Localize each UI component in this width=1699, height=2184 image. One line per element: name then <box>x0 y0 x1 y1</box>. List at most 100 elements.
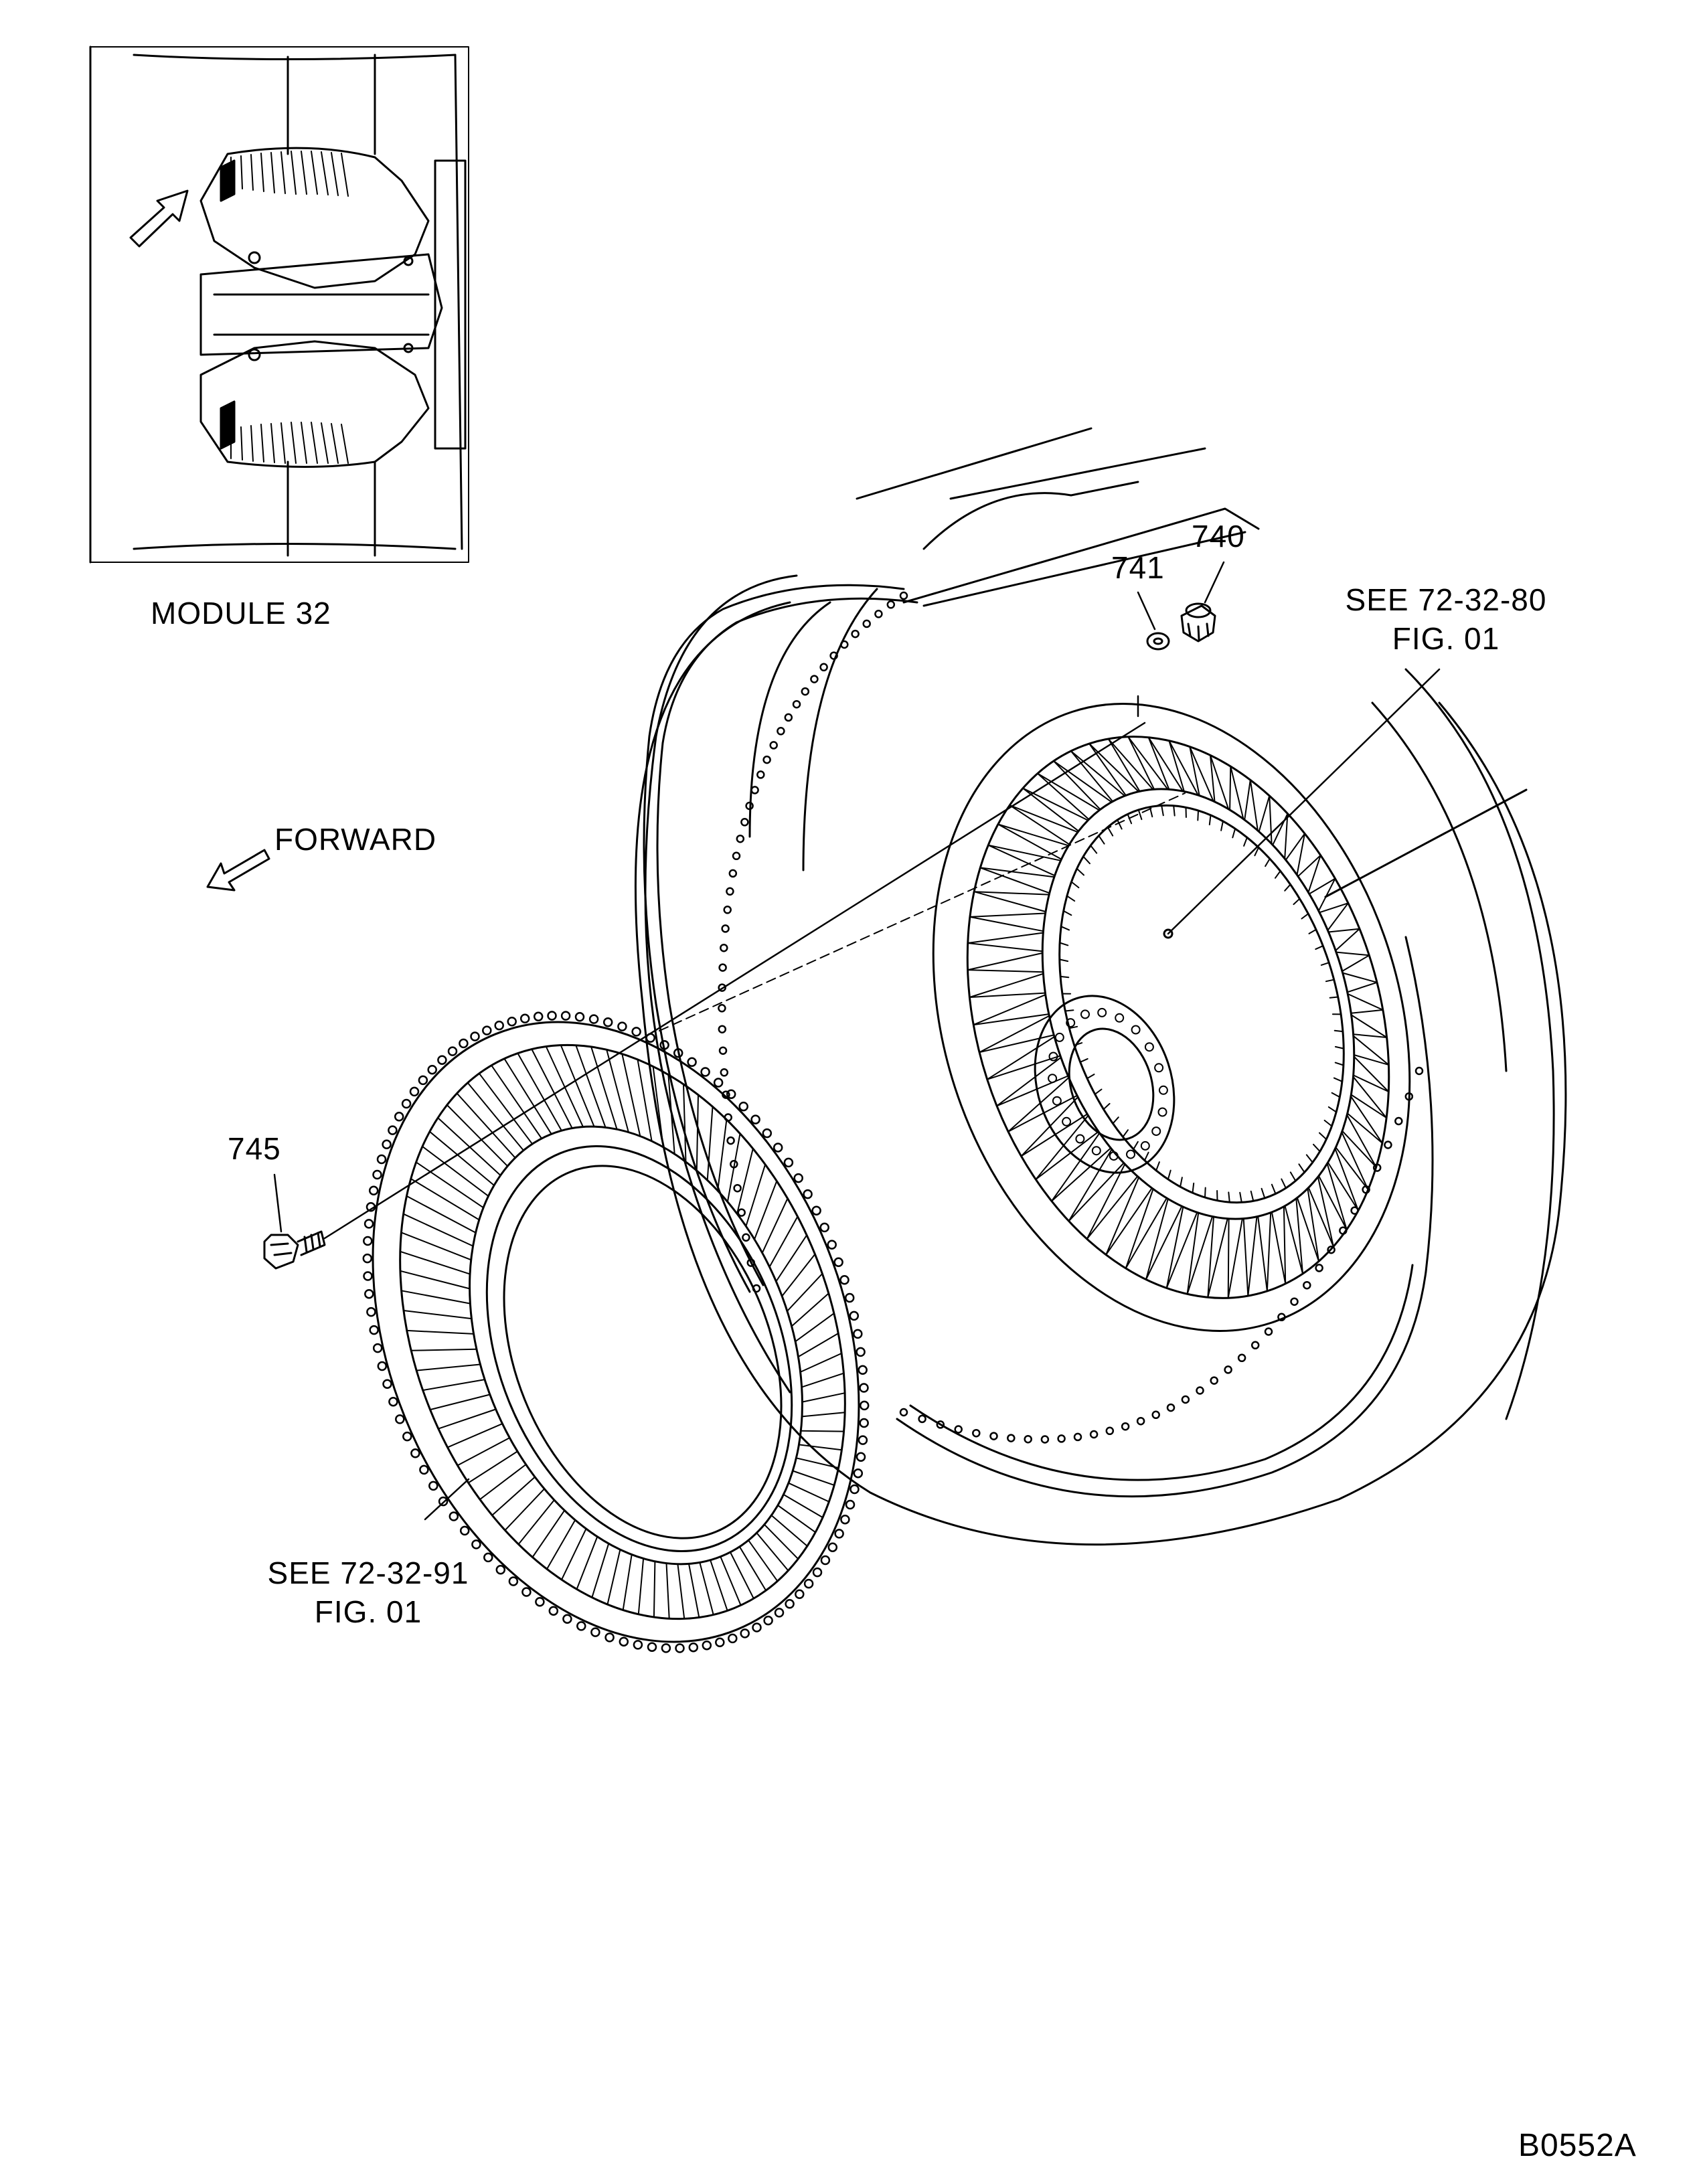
forward-arrow-icon <box>206 849 270 892</box>
bolt-hole <box>737 1208 746 1217</box>
nozzle-tooth <box>588 1014 599 1024</box>
vane-line <box>1297 854 1321 894</box>
nozzle-vane <box>683 1083 687 1163</box>
hub-bolt <box>1151 1126 1161 1137</box>
nozzle-tooth <box>562 1614 572 1624</box>
reference-72-32-91-line2: FIG. 01 <box>314 1594 422 1629</box>
callout-745: 745 <box>228 1131 281 1166</box>
nozzle-tooth <box>819 1222 829 1233</box>
hub-bolt <box>1109 1151 1119 1161</box>
nozzle-tooth <box>661 1643 671 1653</box>
serration <box>1143 1151 1149 1161</box>
nozzle-tooth <box>752 1622 762 1632</box>
vane-line <box>1327 928 1360 952</box>
nozzle-tooth <box>401 1098 412 1109</box>
hub-bolt <box>1157 1107 1167 1117</box>
nozzle-vane <box>720 1556 742 1606</box>
bolt-hole <box>899 1408 908 1417</box>
nozzle-vane <box>781 1253 816 1297</box>
nozzle-vane <box>717 1118 728 1191</box>
serration <box>1066 895 1076 902</box>
nozzle-tooth <box>858 1435 868 1445</box>
bolt-hole <box>723 906 732 914</box>
nozzle-tooth <box>850 1484 860 1495</box>
vane-line <box>1350 1076 1388 1119</box>
bolt-hole <box>918 1414 926 1424</box>
bolt-hole <box>862 619 871 628</box>
serration <box>1060 926 1070 931</box>
nozzle-tooth <box>547 1011 557 1021</box>
bolt-hole <box>972 1428 981 1438</box>
vane-line <box>1242 1215 1258 1297</box>
vane-line <box>987 844 1062 877</box>
vane-line <box>1336 951 1370 972</box>
serration <box>1161 805 1164 817</box>
nozzle-tooth <box>812 1567 823 1578</box>
nozzle-tooth <box>459 1038 469 1049</box>
vane-line <box>973 891 1050 913</box>
nozzle-tooth <box>418 1075 428 1086</box>
hub-bolt <box>1048 1052 1058 1062</box>
nozzle-vane <box>797 1333 839 1358</box>
serration <box>1243 837 1248 847</box>
vane-line <box>1346 1095 1383 1144</box>
serration <box>1323 1119 1333 1127</box>
serration <box>1208 814 1212 826</box>
nozzle-vane <box>400 1270 471 1290</box>
serration <box>1334 1062 1344 1066</box>
nozzle-vane <box>428 1130 495 1186</box>
nozzle-tooth <box>376 1154 387 1165</box>
serration <box>1122 1129 1129 1138</box>
serration <box>1155 1161 1160 1171</box>
callout-740: 740 <box>1192 519 1245 554</box>
nozzle-tooth <box>419 1464 429 1475</box>
bolt-hole <box>899 591 908 600</box>
nozzle-tooth <box>839 1275 850 1285</box>
serration <box>1192 1182 1195 1194</box>
serration <box>1333 1077 1343 1082</box>
nozzle-vane <box>799 1353 843 1373</box>
module-32-inset <box>89 46 469 564</box>
bolt-hole <box>726 1136 735 1145</box>
vane-line <box>1318 1163 1348 1230</box>
inset-caption: MODULE 32 <box>151 596 331 631</box>
nozzle-tooth <box>372 1343 383 1353</box>
nozzle-vane <box>478 1072 534 1145</box>
serration <box>1265 858 1271 867</box>
bolt-hole <box>810 675 819 683</box>
nozzle-vane <box>591 1543 610 1598</box>
bolt-hole <box>728 869 738 878</box>
nozzle-vane <box>763 1523 799 1560</box>
serration <box>1167 1169 1171 1180</box>
serration <box>1329 996 1339 999</box>
nozzle-tooth <box>560 1011 571 1021</box>
nozzle-vane <box>637 1059 653 1142</box>
nozzle-vane <box>479 1464 527 1501</box>
nozzle-tooth <box>394 1112 404 1122</box>
nozzle-vane <box>652 1066 664 1148</box>
nozzle-tooth <box>574 1012 585 1022</box>
nozzle-vane <box>775 1234 808 1282</box>
bolt-hole <box>742 1233 750 1242</box>
nozzle-vane <box>637 1558 645 1615</box>
bolt-hole <box>1210 1376 1218 1385</box>
hub-bolt <box>1131 1025 1141 1035</box>
nozzle-vane <box>777 1505 817 1533</box>
bolt-hole <box>718 1004 726 1013</box>
vane-line <box>1145 1198 1183 1280</box>
serration <box>1076 867 1084 876</box>
bolt-hole <box>954 1425 963 1434</box>
bolt-hole <box>1250 1341 1260 1350</box>
serration <box>1079 1058 1088 1063</box>
serration <box>1094 1088 1103 1095</box>
vane-line <box>1296 1187 1319 1262</box>
bolt-hole <box>1024 1434 1032 1444</box>
vane-line <box>1168 740 1199 796</box>
serration <box>1220 820 1224 831</box>
serration <box>1313 1143 1321 1153</box>
nozzle-tooth <box>659 1040 669 1050</box>
nozzle-vane <box>783 1493 823 1519</box>
nozzle-vane <box>517 1052 562 1132</box>
serration <box>1325 979 1335 983</box>
nozzle-vane <box>801 1372 845 1388</box>
